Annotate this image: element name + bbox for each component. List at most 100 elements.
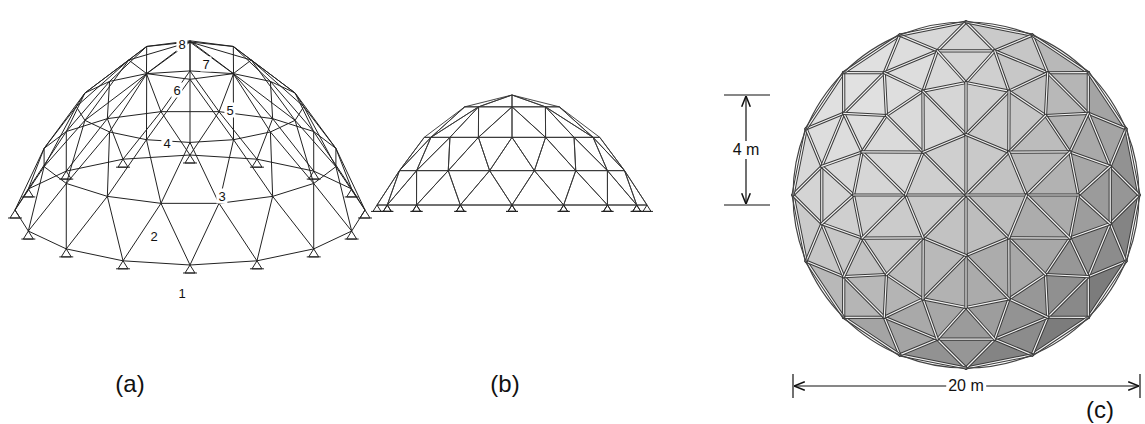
- dome-member: [478, 107, 512, 138]
- dome-member-highlight: [1046, 238, 1070, 274]
- dome-member: [844, 113, 887, 115]
- dome-member: [107, 112, 161, 119]
- dome-member: [450, 137, 478, 138]
- member-number: 6: [171, 83, 182, 98]
- dome-member-highlight: [844, 113, 862, 152]
- dome-member-highlight: [922, 91, 923, 152]
- dome-member-highlight: [900, 355, 966, 368]
- dome-member-highlight: [854, 195, 863, 238]
- dome-member-highlight: [884, 275, 886, 318]
- dome-member: [1009, 275, 1045, 299]
- dome-member-highlight: [966, 91, 1009, 134]
- dome-member-highlight: [937, 22, 966, 51]
- dome-member-highlight: [1046, 115, 1070, 151]
- support-base: [381, 211, 393, 212]
- dome-member: [233, 46, 270, 81]
- dome-member: [1009, 299, 1048, 317]
- dome-member: [417, 171, 449, 205]
- dome-member-highlight: [1008, 238, 1009, 299]
- dome-member: [607, 205, 636, 206]
- dome-member: [1009, 236, 1070, 239]
- dome-member: [417, 205, 461, 206]
- dome-member: [574, 137, 576, 170]
- dome-member-highlight: [822, 224, 862, 238]
- dome-member: [1070, 113, 1088, 152]
- dome-member: [1046, 238, 1070, 274]
- dome-member: [593, 137, 607, 170]
- dome-member-highlight: [886, 238, 923, 275]
- dome-member: [862, 115, 886, 151]
- dome-panel: [923, 134, 966, 195]
- dome-member: [450, 107, 479, 138]
- dome-member: [512, 107, 513, 138]
- support-symbol: [118, 261, 128, 269]
- dome-member: [233, 74, 270, 132]
- dome-member-highlight: [923, 134, 966, 152]
- dome-member: [85, 46, 147, 93]
- dome-member: [964, 83, 967, 135]
- dome-member-highlight: [966, 51, 995, 83]
- dome-member-highlight: [966, 22, 1032, 35]
- dome-member: [270, 132, 313, 184]
- dome-member: [637, 205, 647, 206]
- dome-member: [1009, 73, 1048, 91]
- dimension-tick: [792, 374, 793, 398]
- dome-member-highlight: [822, 166, 854, 195]
- dome-member: [862, 236, 923, 239]
- dome-member: [512, 95, 545, 107]
- support-symbol: [252, 261, 262, 269]
- support-symbol: [560, 205, 568, 211]
- dome-member: [377, 205, 387, 206]
- dome-member: [465, 106, 479, 107]
- dome-member-highlight: [937, 51, 966, 83]
- dome-member: [884, 275, 886, 318]
- dome-member-highlight: [1048, 72, 1089, 73]
- dome-member: [806, 261, 844, 317]
- support-symbol: [347, 231, 357, 239]
- dome-member: [66, 132, 67, 172]
- dome-panel: [905, 195, 966, 238]
- dome-member-highlight: [1008, 91, 1009, 152]
- support-base: [506, 211, 518, 212]
- dome-member: [479, 95, 512, 107]
- dome-member: [490, 171, 512, 205]
- dome-member: [923, 91, 966, 134]
- panel-label: (a): [113, 371, 146, 397]
- dome-panel: [1070, 195, 1110, 238]
- support-symbol: [456, 205, 464, 211]
- dome-panel: [966, 152, 1027, 195]
- dome-member-highlight: [1009, 299, 1048, 317]
- dome-member: [607, 171, 636, 205]
- dome-member-highlight: [1078, 166, 1110, 195]
- dome-member: [966, 238, 1009, 256]
- dome-member: [886, 91, 922, 115]
- dome-member-highlight: [966, 195, 1009, 238]
- dome-member: [44, 167, 66, 184]
- support-base: [21, 196, 35, 197]
- dome-member-highlight: [937, 339, 994, 340]
- dome-member: [900, 339, 938, 355]
- dome-member: [600, 137, 625, 170]
- dome-panel: [862, 238, 923, 275]
- dome-member: [625, 171, 637, 205]
- dome-member: [479, 95, 512, 107]
- dome-member: [190, 112, 219, 155]
- support-base: [250, 167, 264, 168]
- dome-member-highlight: [854, 194, 906, 195]
- dome-member: [1032, 35, 1088, 73]
- dome-member: [431, 107, 465, 138]
- dome-member: [1070, 224, 1110, 238]
- dome-member: [44, 93, 85, 148]
- dome-member-highlight: [1046, 113, 1089, 115]
- support-base: [307, 179, 321, 180]
- dome-member: [564, 205, 608, 206]
- dome-member: [512, 95, 513, 107]
- dome-member: [1009, 91, 1045, 115]
- dome-member: [564, 205, 608, 206]
- dome-panel: [966, 195, 1027, 238]
- dome-member: [923, 195, 966, 238]
- dome-member: [295, 120, 336, 166]
- dome-member: [15, 148, 44, 210]
- dome-member: [966, 51, 995, 83]
- dome-member: [512, 137, 546, 138]
